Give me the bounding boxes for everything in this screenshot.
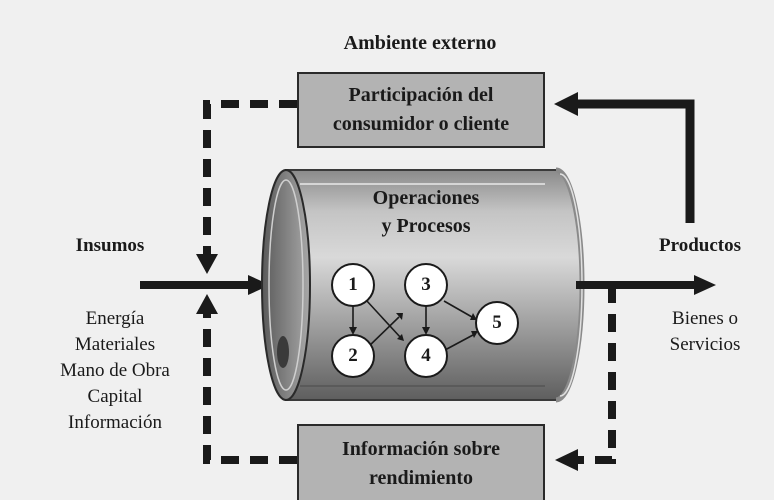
process-node-5-label: 5 (492, 312, 502, 333)
output-item: Bienes o (672, 308, 738, 329)
process-node-3-label: 3 (421, 274, 431, 295)
input-arrow (140, 275, 270, 295)
output-arrow (576, 275, 716, 295)
process-title-line2: y Procesos (381, 215, 471, 237)
input-item: Energía (85, 308, 145, 329)
performance-dashed-arrow-right (555, 285, 616, 471)
customer-box-line1: Participación del (348, 84, 494, 106)
process-node-4-label: 4 (421, 345, 431, 366)
customer-participation-dashed-arrow (196, 100, 297, 274)
process-node-3: 3 (404, 263, 448, 307)
process-node-2-label: 2 (348, 345, 358, 366)
performance-box-line2: rendimiento (368, 467, 474, 489)
outputs-title: Productos (659, 235, 741, 256)
process-node-4: 4 (404, 334, 448, 378)
process-node-1: 1 (331, 263, 375, 307)
process-node-2: 2 (331, 334, 375, 378)
customer-participation-box: Participación del consumidor o cliente (297, 72, 545, 148)
input-item: Información (68, 412, 162, 433)
performance-box-line1: Información sobre (342, 438, 500, 460)
environment-label: Ambiente externo (343, 32, 497, 54)
output-item: Servicios (669, 334, 741, 355)
input-item: Capital (87, 386, 143, 407)
process-node-5: 5 (475, 301, 519, 345)
inputs-list: Energía Materiales Mano de Obra Capital … (25, 306, 205, 436)
customer-box-line2: consumidor o cliente (332, 113, 510, 135)
process-title-line1: Operaciones (372, 187, 480, 209)
performance-info-box: Información sobre rendimiento (297, 424, 545, 500)
process-node-1-label: 1 (348, 274, 358, 295)
input-item: Materiales (74, 334, 156, 355)
outputs-list: Bienes o Servicios (645, 306, 765, 358)
performance-dashed-arrow-left (196, 294, 297, 464)
input-item: Mano de Obra (60, 360, 170, 381)
inputs-title: Insumos (75, 235, 145, 256)
customer-feedback-arrow (554, 92, 695, 223)
